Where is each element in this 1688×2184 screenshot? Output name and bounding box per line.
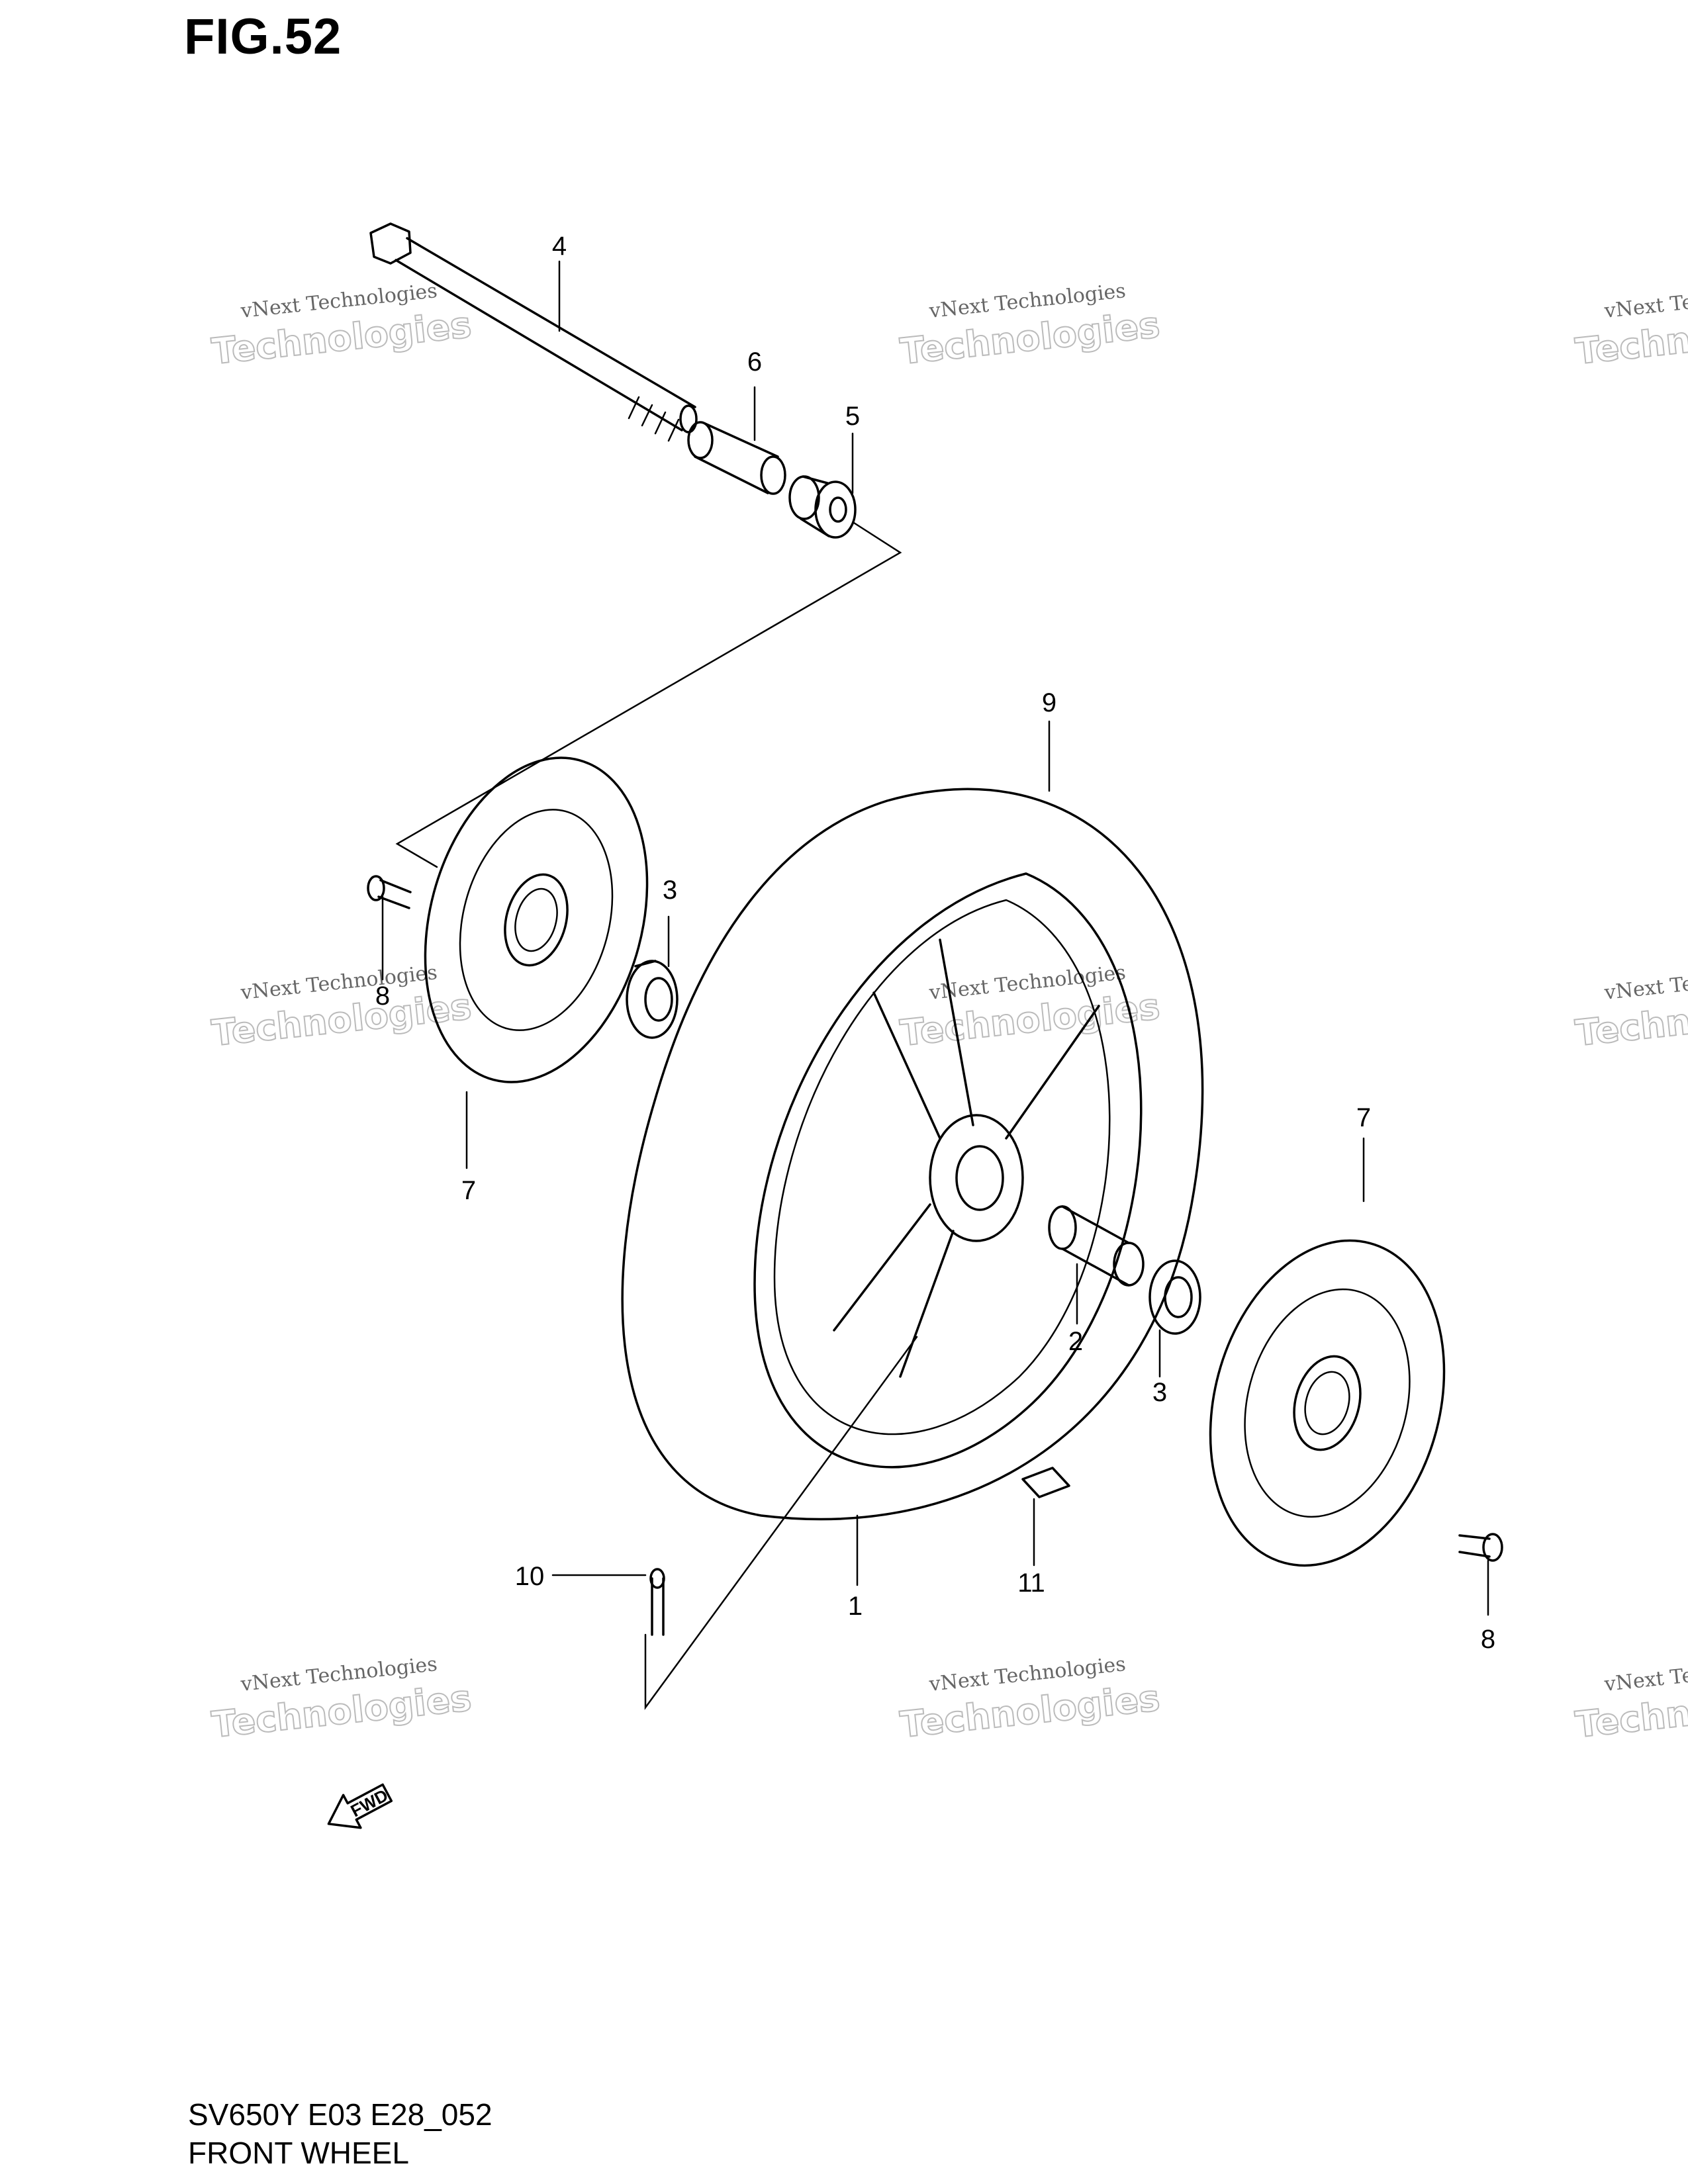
callout-3-left: 3 xyxy=(663,876,677,905)
watermark-2: vNext Technologies Technologies xyxy=(898,279,1162,373)
callout-6: 6 xyxy=(747,347,762,377)
disc-bolt-left xyxy=(367,875,412,909)
watermark-1: vNext Technologies Technologies xyxy=(209,279,474,373)
wheel-part-1 xyxy=(833,938,1100,1378)
callout-10: 10 xyxy=(515,1562,545,1591)
watermark-9: vNext Technologies Technologies xyxy=(1573,1653,1688,1747)
air-valve-part-10 xyxy=(649,1568,665,1636)
balance-weight-part-11 xyxy=(1021,1467,1070,1498)
callout-1: 1 xyxy=(848,1592,863,1621)
brake-disc-left xyxy=(424,756,649,1083)
svg-text:vNext Technologies: vNext Technologies xyxy=(1603,961,1688,1005)
bearing-left xyxy=(626,960,679,1039)
collar-part-5 xyxy=(788,475,857,539)
section-title: FRONT WHEEL xyxy=(188,2136,409,2170)
forward-arrow: FWD xyxy=(327,1783,393,1829)
callout-7-left: 7 xyxy=(461,1176,476,1205)
watermark-7: vNext Technologies Technologies xyxy=(209,1653,474,1747)
callout-9: 9 xyxy=(1042,688,1056,717)
callout-3-right: 3 xyxy=(1152,1378,1167,1407)
callout-8-right: 8 xyxy=(1481,1625,1495,1654)
spacer-part-6 xyxy=(687,421,786,495)
svg-text:vNext Technologies: vNext Technologies xyxy=(1603,279,1688,323)
figure-title: FIG.52 xyxy=(184,9,342,65)
watermark-4: vNext Technologies Technologies xyxy=(209,961,474,1055)
callout-7-right: 7 xyxy=(1356,1103,1371,1132)
svg-text:vNext Technologies: vNext Technologies xyxy=(1603,1653,1688,1696)
callout-2: 2 xyxy=(1068,1327,1083,1356)
watermark-5: vNext Technologies Technologies xyxy=(898,961,1162,1055)
watermark-6: vNext Technologies Technologies xyxy=(1573,961,1688,1055)
callout-8-left: 8 xyxy=(375,981,390,1011)
disc-bolt-right xyxy=(1458,1533,1503,1562)
callout-11: 11 xyxy=(1017,1569,1045,1598)
tire-part-9 xyxy=(621,788,1204,1521)
collar-part-2 xyxy=(1048,1205,1145,1287)
callout-labels: 4 6 5 9 3 8 7 7 2 3 1 11 10 8 xyxy=(375,232,1495,1654)
bearing-right xyxy=(1149,1259,1201,1335)
watermark-3: vNext Technologies Technologies xyxy=(1573,279,1688,373)
watermark-group: vNext Technologies Technologies vNext Te… xyxy=(209,279,1688,1747)
svg-text:FWD: FWD xyxy=(348,1785,391,1821)
leader-lines xyxy=(381,260,1489,1710)
model-code: SV650Y E03 E28_052 xyxy=(188,2097,492,2132)
callout-4: 4 xyxy=(552,232,567,261)
brake-disc-right xyxy=(1209,1239,1446,1567)
watermark-8: vNext Technologies Technologies xyxy=(898,1653,1162,1747)
callout-5: 5 xyxy=(845,402,860,431)
